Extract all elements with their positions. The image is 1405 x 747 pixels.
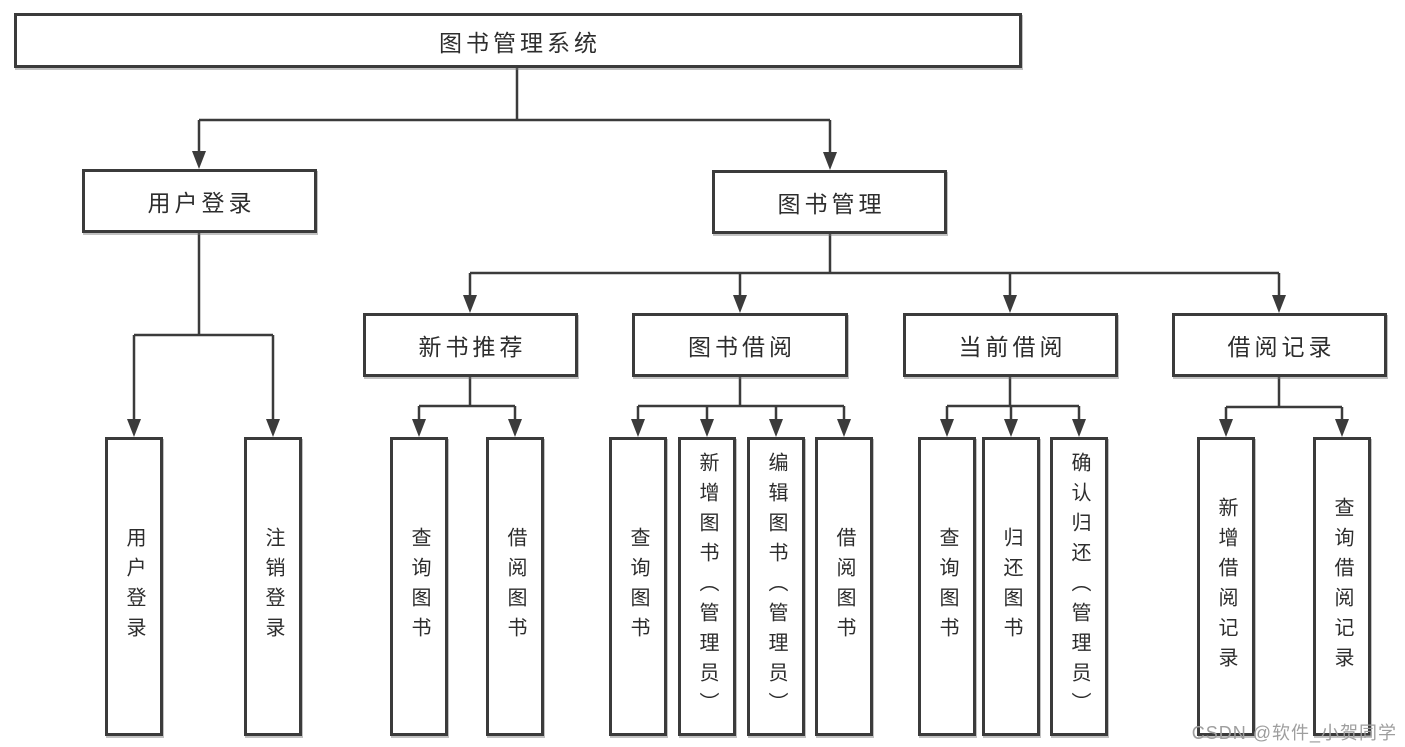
leaf-current-query-book-label: 查询图书 [936, 526, 958, 647]
leaf-borrow-query-book-label: 查询图书 [627, 526, 649, 647]
leaf-add-book-admin-label: 新增图书（管理员） [696, 451, 718, 722]
node-user-login: 用户登录 [82, 169, 317, 233]
node-current-borrow-label: 当前借阅 [958, 334, 1067, 360]
leaf-recommend-query-book: 查询图书 [390, 437, 448, 736]
node-new-book-recommend: 新书推荐 [363, 313, 578, 377]
node-borrow-records-label: 借阅记录 [1227, 334, 1336, 360]
leaf-current-query-book: 查询图书 [918, 437, 976, 736]
leaf-borrow-book: 借阅图书 [815, 437, 873, 736]
leaf-borrow-book-label: 借阅图书 [833, 526, 855, 647]
node-book-borrow-label: 图书借阅 [688, 334, 796, 360]
node-book-borrow: 图书借阅 [632, 313, 848, 377]
node-user-login-label: 用户登录 [147, 190, 256, 216]
node-root-label: 图书管理系统 [439, 29, 601, 56]
leaf-return-book-label: 归还图书 [1000, 526, 1022, 647]
node-root-system: 图书管理系统 [14, 13, 1022, 68]
leaf-query-borrow-record: 查询借阅记录 [1313, 437, 1371, 736]
leaf-confirm-return-admin-label: 确认归还（管理员） [1068, 451, 1090, 722]
node-new-book-recommend-label: 新书推荐 [418, 334, 527, 360]
leaf-query-borrow-record-label: 查询借阅记录 [1331, 496, 1353, 677]
leaf-add-book-admin: 新增图书（管理员） [678, 437, 736, 736]
node-current-borrow: 当前借阅 [903, 313, 1118, 377]
leaf-user-login: 用户登录 [105, 437, 163, 736]
leaf-recommend-query-book-label: 查询图书 [408, 526, 430, 647]
leaf-return-book: 归还图书 [982, 437, 1040, 736]
leaf-user-login-label: 用户登录 [123, 526, 145, 647]
csdn-watermark: CSDN @软件_小贺同学 [1191, 723, 1397, 743]
leaf-edit-book-admin-label: 编辑图书（管理员） [765, 451, 787, 722]
leaf-edit-book-admin: 编辑图书（管理员） [747, 437, 805, 736]
leaf-recommend-borrow-book: 借阅图书 [486, 437, 544, 736]
leaf-add-borrow-record-label: 新增借阅记录 [1215, 496, 1237, 677]
leaf-add-borrow-record: 新增借阅记录 [1197, 437, 1255, 736]
leaf-logout: 注销登录 [244, 437, 302, 736]
node-book-management-label: 图书管理 [777, 191, 886, 217]
node-book-management: 图书管理 [712, 170, 947, 234]
leaf-confirm-return-admin: 确认归还（管理员） [1050, 437, 1108, 736]
leaf-logout-label: 注销登录 [262, 526, 284, 647]
leaf-borrow-query-book: 查询图书 [609, 437, 667, 736]
leaf-recommend-borrow-book-label: 借阅图书 [504, 526, 526, 647]
node-borrow-records: 借阅记录 [1172, 313, 1387, 377]
